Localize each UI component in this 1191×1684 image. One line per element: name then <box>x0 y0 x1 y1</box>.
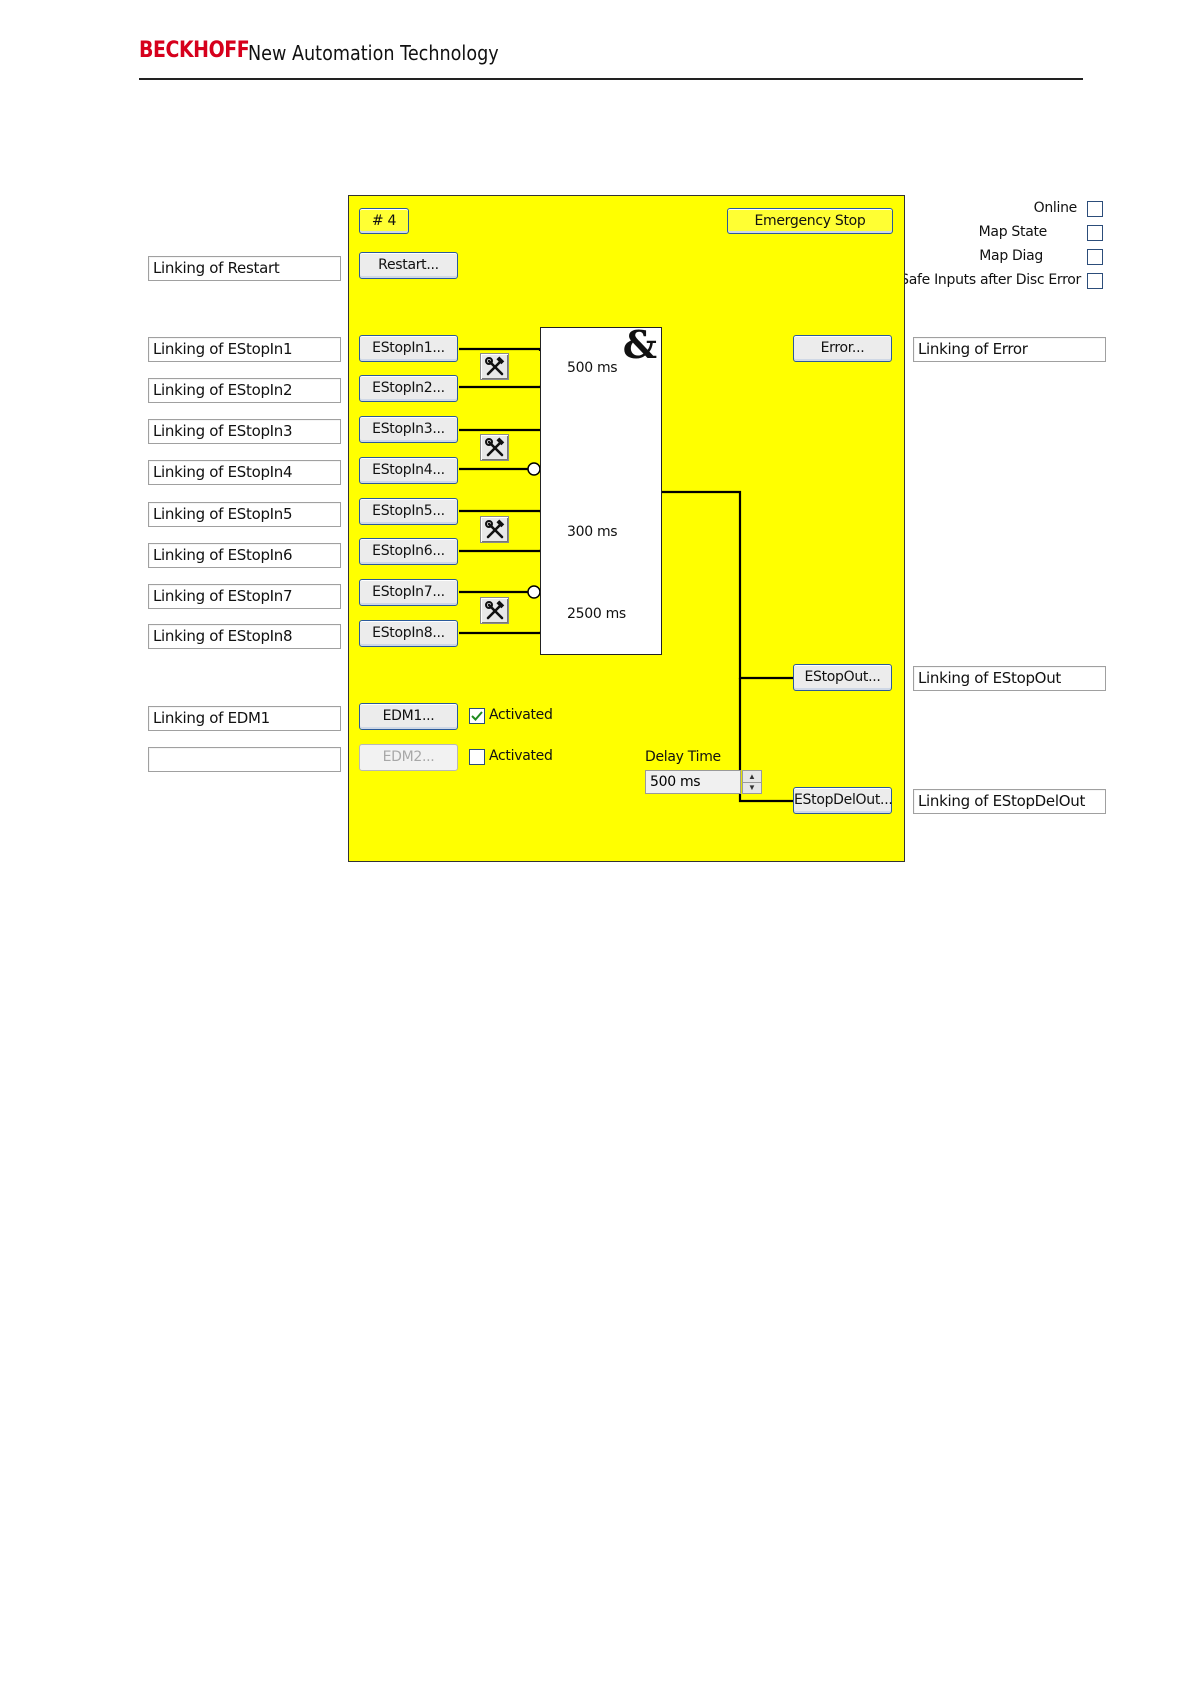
link-estopin1-field[interactable]: Linking of EStopIn1 <box>148 337 341 362</box>
delay-time-input[interactable]: 500 ms <box>645 770 741 794</box>
option-map-state-label: Map State <box>978 224 1048 240</box>
link-estopin3-field[interactable]: Linking of EStopIn3 <box>148 419 341 444</box>
estopin5-button[interactable]: EStopIn5... <box>359 498 458 525</box>
and-gate-box: & <box>540 322 662 655</box>
edm2-activated-checkbox[interactable] <box>469 749 485 765</box>
link-estopin4-field[interactable]: Linking of EStopIn4 <box>148 460 341 485</box>
config-pair1-button[interactable] <box>480 353 509 380</box>
link-estopin6-field[interactable]: Linking of EStopIn6 <box>148 543 341 568</box>
estopin6-button[interactable]: EStopIn6... <box>359 538 458 565</box>
and-symbol: & <box>622 322 657 367</box>
config-pair3-button[interactable] <box>480 516 509 543</box>
link-estopout-field[interactable]: Linking of EStopOut <box>913 666 1106 691</box>
edm1-button[interactable]: EDM1... <box>359 703 458 730</box>
link-error-field[interactable]: Linking of Error <box>913 337 1106 362</box>
brand-tagline: New Automation Technology <box>248 41 499 65</box>
edm1-activated-label: Activated <box>489 707 553 723</box>
checkmark-icon <box>471 711 483 721</box>
estopdelout-button[interactable]: EStopDelOut... <box>793 787 893 814</box>
hammer-wrench-icon <box>484 436 504 456</box>
hammer-wrench-icon <box>484 518 504 538</box>
hammer-wrench-icon <box>484 599 504 619</box>
option-map-diag-checkbox[interactable] <box>1087 249 1103 265</box>
link-estopin2-field[interactable]: Linking of EStopIn2 <box>148 378 341 403</box>
hammer-wrench-icon <box>484 355 504 375</box>
estopout-button[interactable]: EStopOut... <box>793 664 892 691</box>
spin-down-icon[interactable]: ▼ <box>748 783 756 792</box>
delay-label-1: 500 ms <box>567 360 618 376</box>
estopin4-button[interactable]: EStopIn4... <box>359 457 458 484</box>
option-safe-inputs-label: Safe Inputs after Disc Error <box>900 272 1081 288</box>
link-estopin5-field[interactable]: Linking of EStopIn5 <box>148 502 341 527</box>
config-pair2-button[interactable] <box>480 434 509 461</box>
option-online-label: Online <box>1033 200 1078 216</box>
option-online-checkbox[interactable] <box>1087 201 1103 217</box>
estopin7-button[interactable]: EStopIn7... <box>359 579 458 606</box>
link-estopin8-field[interactable]: Linking of EStopIn8 <box>148 624 341 649</box>
link-estopin7-field[interactable]: Linking of EStopIn7 <box>148 584 341 609</box>
restart-button[interactable]: Restart... <box>359 252 458 279</box>
edm2-button: EDM2... <box>359 744 458 771</box>
config-pair4-button[interactable] <box>480 597 509 624</box>
header-rule <box>139 78 1083 80</box>
brand-logo: BECKHOFF <box>139 38 250 63</box>
edm1-activated-checkbox[interactable] <box>469 708 485 724</box>
link-restart-field[interactable]: Linking of Restart <box>148 256 341 281</box>
option-map-diag-label: Map Diag <box>979 248 1043 264</box>
link-edm1-field[interactable]: Linking of EDM1 <box>148 706 341 731</box>
delay-time-spinner[interactable]: ▲ ▼ <box>742 770 762 794</box>
link-estopdelout-field[interactable]: Linking of EStopDelOut <box>913 789 1106 814</box>
option-map-state-checkbox[interactable] <box>1087 225 1103 241</box>
delay-label-3: 2500 ms <box>567 606 626 622</box>
option-safe-inputs-checkbox[interactable] <box>1087 273 1103 289</box>
estopin2-button[interactable]: EStopIn2... <box>359 375 458 402</box>
error-button[interactable]: Error... <box>793 335 892 362</box>
edm2-activated-label: Activated <box>489 748 553 764</box>
delay-label-2: 300 ms <box>567 524 618 540</box>
estopin8-button[interactable]: EStopIn8... <box>359 620 458 647</box>
fb-number-button[interactable]: # 4 <box>359 208 409 234</box>
delay-time-label: Delay Time <box>645 749 721 765</box>
spin-up-icon[interactable]: ▲ <box>743 771 761 783</box>
estopin1-button[interactable]: EStopIn1... <box>359 335 458 362</box>
link-edm2-field[interactable] <box>148 747 341 772</box>
fb-type-button[interactable]: Emergency Stop <box>727 208 893 234</box>
estopin3-button[interactable]: EStopIn3... <box>359 416 458 443</box>
